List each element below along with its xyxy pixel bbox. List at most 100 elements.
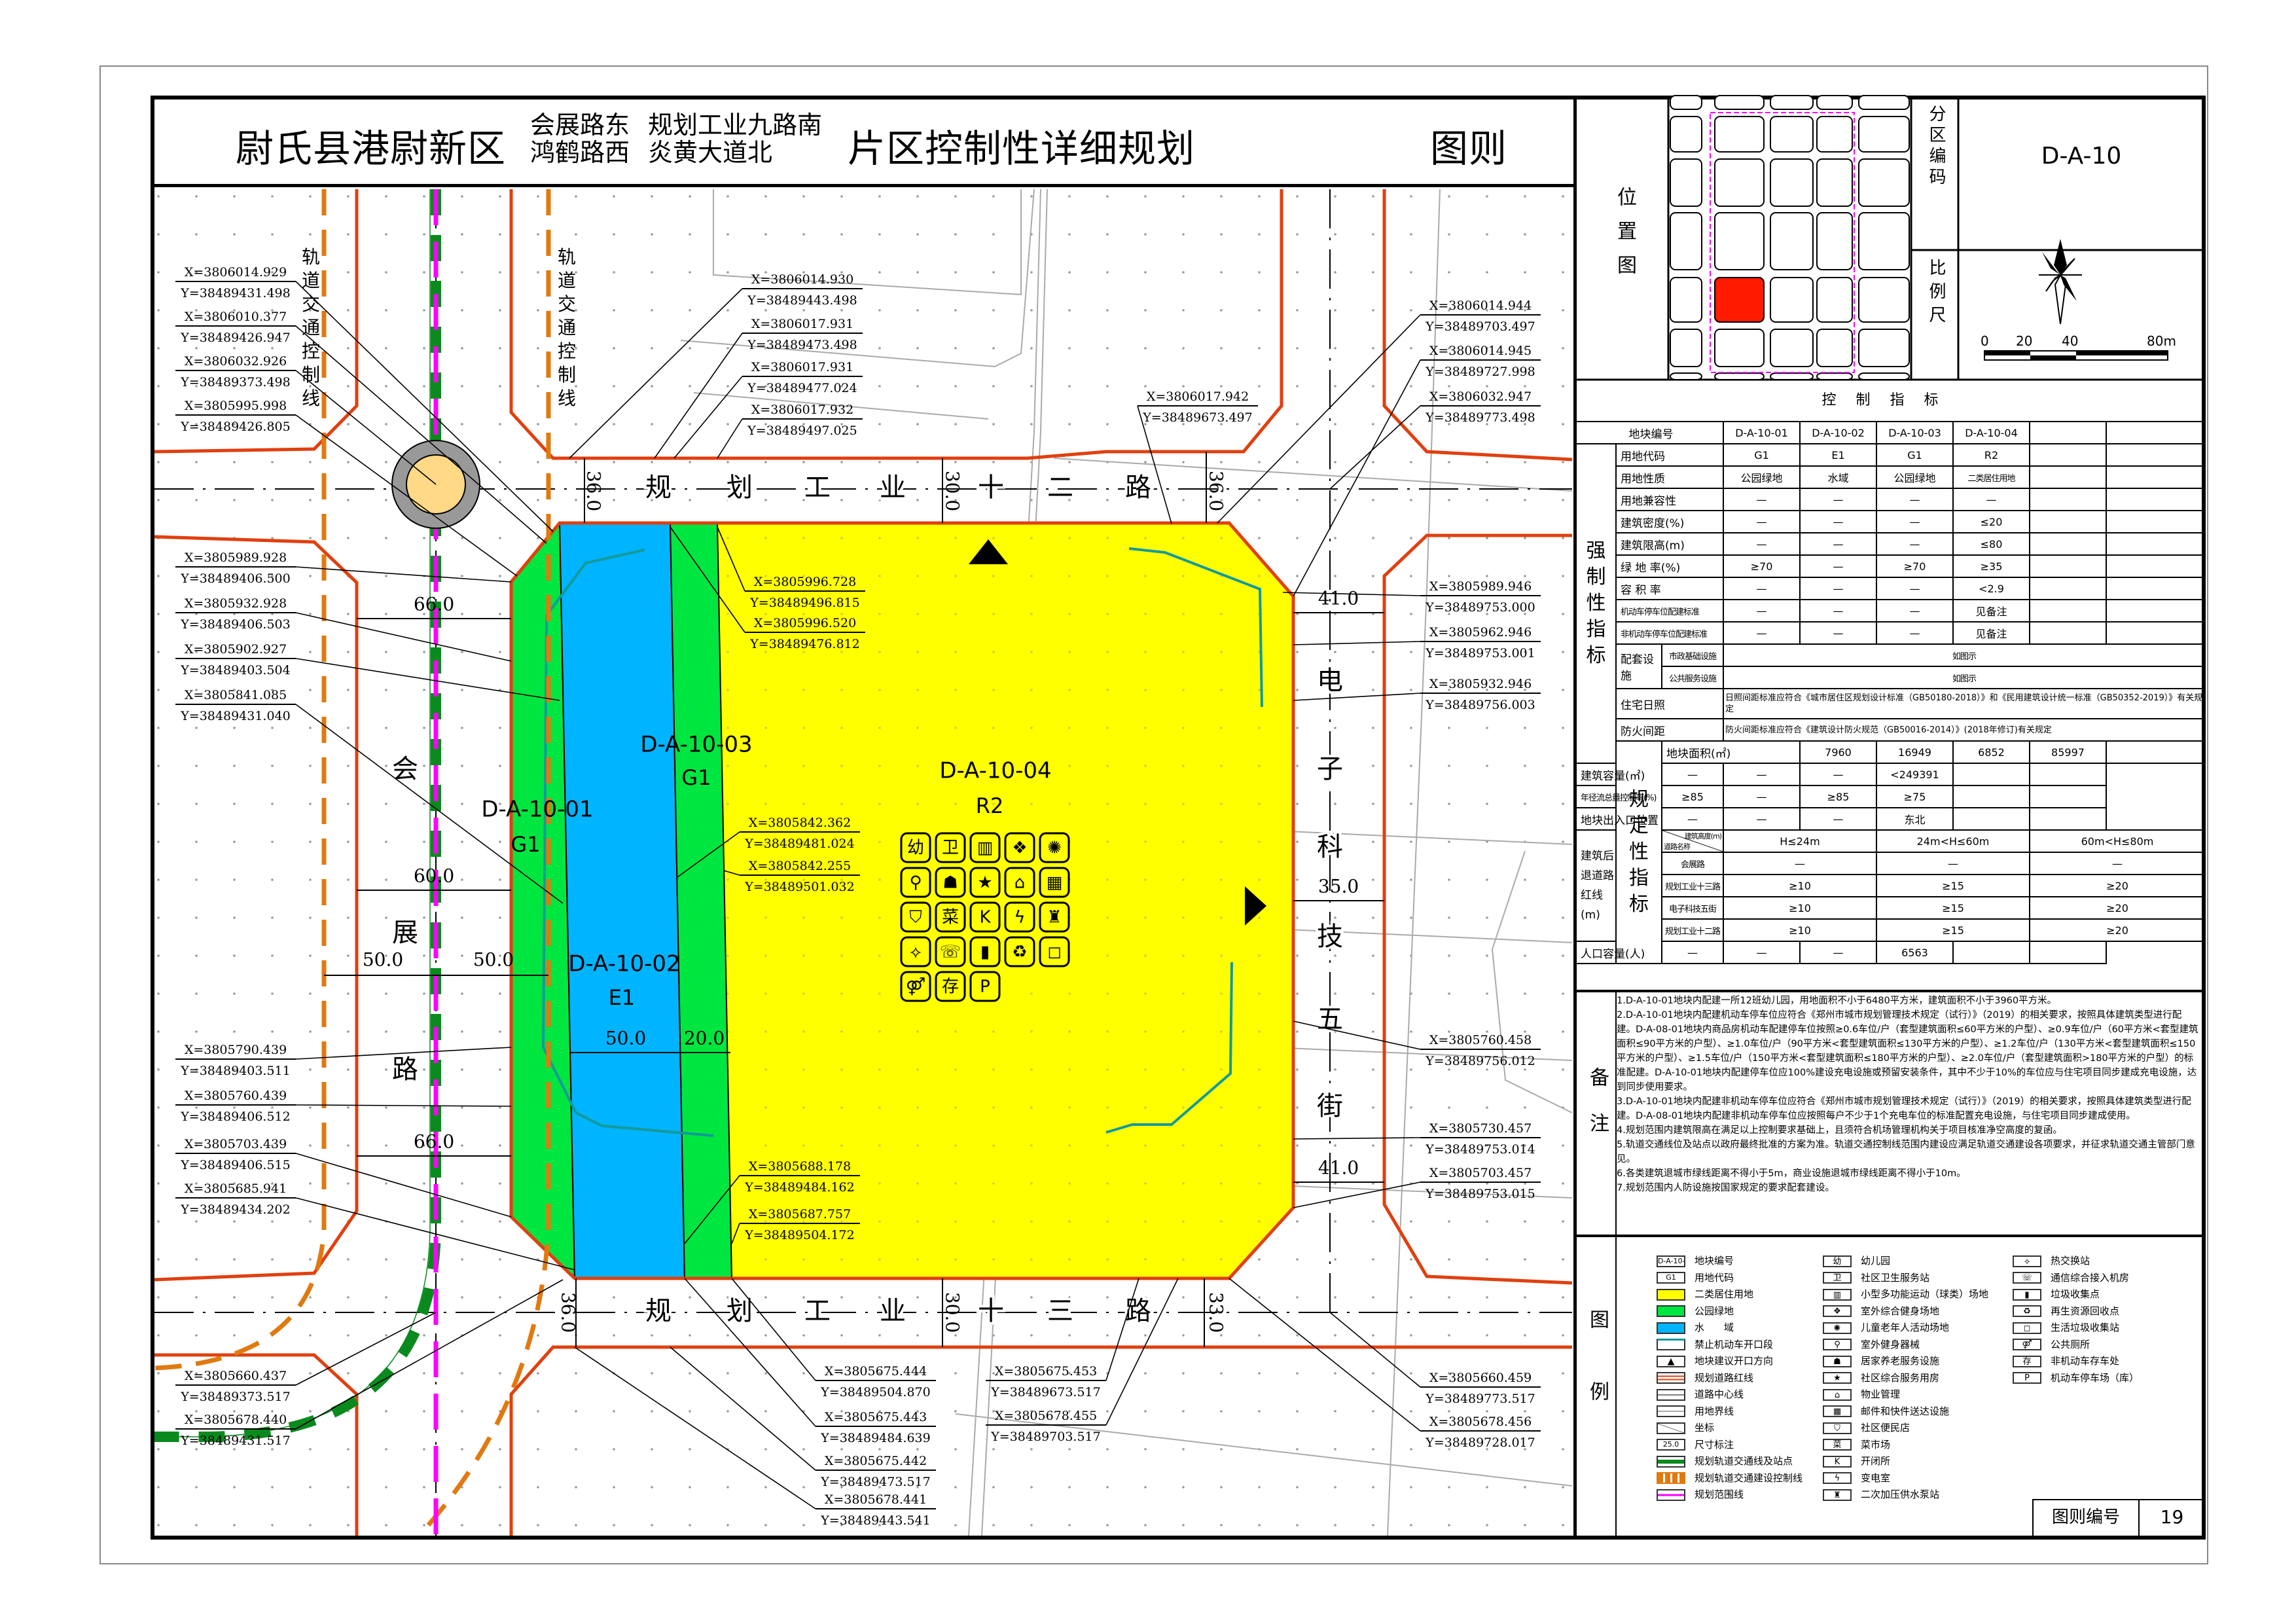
road-name-right-char: 子 xyxy=(1317,754,1343,784)
cell-value: — xyxy=(1876,599,1954,623)
coordinate-y: Y=38489443.541 xyxy=(820,1513,930,1528)
notes-label: 备注 xyxy=(1586,1067,1609,1159)
dimension-label: 41.0 xyxy=(1318,1157,1359,1179)
setback-label: 建筑后退道路红线(m) xyxy=(1575,829,1617,942)
sports-court-icon[interactable]: ▥ xyxy=(969,832,1001,863)
mail-delivery-icon[interactable]: ▦ xyxy=(1039,867,1070,898)
cell-value: — xyxy=(1952,488,2030,511)
legend-label: 规划轨道交通建设控制线 xyxy=(1695,1471,1803,1484)
child-elderly-activity-icon[interactable]: ⚲ xyxy=(900,867,931,898)
empty-cell xyxy=(2029,510,2107,533)
coordinate-x: X=3805678.456 xyxy=(1429,1415,1532,1429)
car-parking-icon[interactable]: P xyxy=(969,971,1001,1002)
legend-label: 菜市场 xyxy=(1861,1438,1891,1451)
legend-item: ⚲室外健身器械 xyxy=(1823,1337,1920,1352)
setback-value: — xyxy=(2029,852,2206,875)
dimension-label: 50.0 xyxy=(605,1028,646,1049)
icon-glyph: ▦ xyxy=(1047,873,1063,893)
water-pump-icon[interactable]: ♜ xyxy=(1039,901,1070,933)
substation-icon[interactable]: ϟ xyxy=(1004,901,1035,933)
icon-glyph: ◻ xyxy=(2023,1323,2031,1333)
legend-item: ♻再生资源回收点 xyxy=(2013,1304,2119,1318)
rail-control-label-char: 控 xyxy=(558,340,576,362)
coordinate-y: Y=38489426.805 xyxy=(180,420,290,434)
cell-value: — xyxy=(1799,763,1877,786)
note-item: 4.规划范围内建筑限高在满足以上控制要求基础上，且须符合机场管理机构关于项目核准… xyxy=(1617,1125,2062,1136)
icon-glyph: ⛉ xyxy=(1834,1423,1840,1434)
legend-facility-icon: 卫 xyxy=(1823,1272,1852,1284)
cell-value: — xyxy=(1661,941,1724,964)
legend-item: ❖室外综合健身场地 xyxy=(1823,1304,1939,1318)
legend-swatch-rail xyxy=(1657,1455,1685,1468)
coordinate-y: Y=38489406.515 xyxy=(180,1158,290,1172)
row-label: 防火间距 xyxy=(1615,718,1724,742)
legend-item: 规划道路红线 xyxy=(1657,1371,1753,1385)
block-id-4: D-A-10-04 xyxy=(1952,421,2030,444)
road-name-right-char: 街 xyxy=(1317,1091,1343,1121)
vegetable-market-icon[interactable]: 菜 xyxy=(935,901,966,933)
notes-list: 1.D-A-10-01地块内配建一所12班幼儿园，用地面积不小于6480平方米，… xyxy=(1617,994,2199,1195)
empty-cell xyxy=(2106,510,2206,533)
legend-item: 幼幼儿园 xyxy=(1823,1254,1890,1268)
legend-label: 公共厕所 xyxy=(2051,1338,2090,1350)
recycling-point-icon[interactable]: ♻ xyxy=(1004,936,1035,967)
legend-swatch-dim: 25.0 xyxy=(1657,1439,1685,1451)
table-row: 配套设施市政基础设施如图示 xyxy=(1576,643,2206,689)
community-service-icon[interactable]: ★ xyxy=(969,867,1001,898)
legend-facility-icon: 存 xyxy=(2013,1355,2041,1367)
coordinate-x: X=3805703.439 xyxy=(185,1137,287,1151)
road-name-right-char: 科 xyxy=(1317,832,1343,862)
coordinate-y: Y=38489403.504 xyxy=(180,663,290,677)
fitness-ground-icon[interactable]: ❖ xyxy=(1004,832,1035,863)
health-station-icon[interactable]: 卫 xyxy=(935,832,966,863)
empty-cell xyxy=(2029,443,2107,467)
property-management-icon[interactable]: ⌂ xyxy=(1004,867,1035,898)
row-label: 建筑容量(㎡) xyxy=(1575,763,1662,786)
empty-cell xyxy=(2029,465,2107,489)
coordinate-y: Y=38489443.498 xyxy=(747,293,857,308)
rail-control-label-char: 轨 xyxy=(558,246,576,268)
legend-item: ☏通信综合接入机房 xyxy=(2013,1271,2129,1285)
fitness-equipment-icon[interactable]: ✺ xyxy=(1039,832,1070,863)
icon-glyph: K xyxy=(979,908,991,928)
coordinate-x: X=3806014.945 xyxy=(1429,344,1532,358)
bicycle-parking-icon[interactable]: 存 xyxy=(935,971,966,1002)
block-id-1: D-A-10-01 xyxy=(1723,421,1801,444)
rail-control-label-char: 通 xyxy=(558,317,576,338)
cell-value: — xyxy=(1799,621,1877,645)
garbage-point-icon[interactable]: ▮ xyxy=(969,936,1001,967)
cell-value: — xyxy=(1799,577,1877,600)
info-panel xyxy=(1573,96,2206,1540)
heat-exchange-icon[interactable]: ⟡ xyxy=(900,936,931,967)
coordinate-y: Y=38489476.812 xyxy=(749,637,859,651)
legend-facility-icon: ◻ xyxy=(2013,1322,2041,1334)
coordinate-x: X=3806010.377 xyxy=(185,310,287,324)
setback-value: ≥15 xyxy=(1876,896,2030,920)
garbage-station-icon[interactable]: ◻ xyxy=(1039,936,1070,967)
legend-facility-icon: ♜ xyxy=(1823,1489,1852,1501)
cell-value: — xyxy=(1723,532,1801,556)
coordinate-y: Y=38489434.202 xyxy=(180,1202,290,1217)
legend-label: 通信综合接入机房 xyxy=(2051,1271,2130,1284)
coordinate-x: X=3806014.930 xyxy=(751,272,853,287)
elderly-care-icon[interactable]: ☗ xyxy=(935,867,966,898)
icon-glyph: ⛉ xyxy=(909,908,922,928)
telecom-room-icon[interactable]: ☏ xyxy=(935,936,966,967)
legend-label: 开闭所 xyxy=(1861,1455,1891,1467)
rail-control-label-char: 通 xyxy=(302,317,320,338)
legend-label: 小型多功能运动（球类）场地 xyxy=(1861,1288,1989,1300)
row-label: 地块面积(㎡) xyxy=(1661,740,1801,764)
row-label: 绿 地 率(%) xyxy=(1615,554,1724,578)
convenience-store-icon[interactable]: ⛉ xyxy=(900,901,931,933)
switching-station-icon[interactable]: K xyxy=(969,901,1001,933)
public-toilet-icon[interactable]: ⚤ xyxy=(900,971,931,1002)
kindergarten-icon[interactable]: 幼 xyxy=(900,832,931,863)
cell-value: — xyxy=(1876,621,1954,645)
